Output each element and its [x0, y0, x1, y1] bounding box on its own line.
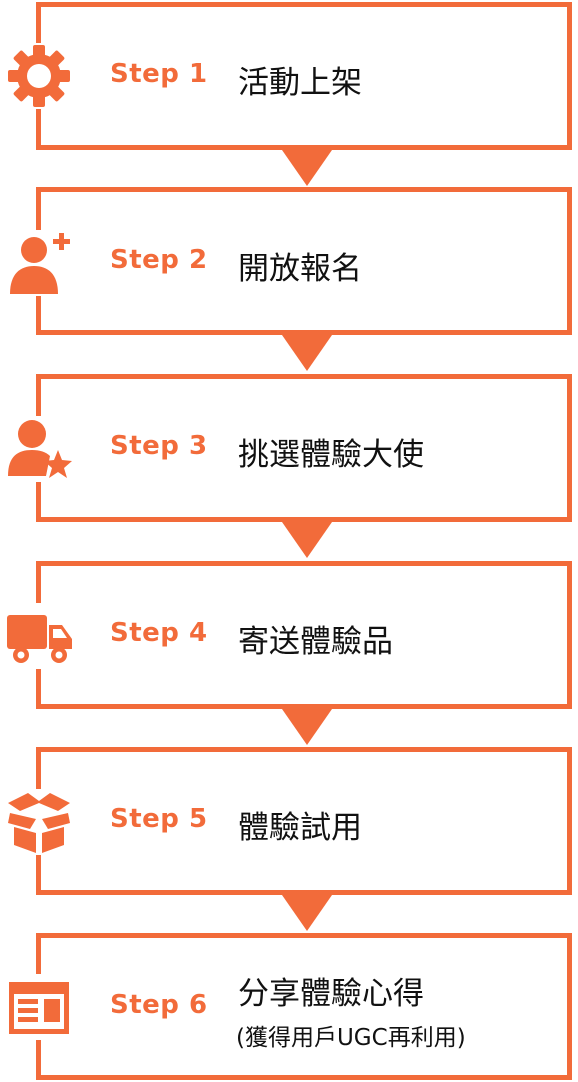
step-6-title: 分享體驗心得	[238, 976, 424, 1012]
step-3-box	[36, 374, 572, 522]
arrow-down-1	[282, 150, 332, 186]
add-user-icon	[6, 230, 72, 296]
user-star-icon	[6, 416, 72, 482]
step-2-box	[36, 187, 572, 335]
step-2-title: 開放報名	[238, 251, 362, 287]
arrow-down-3	[282, 522, 332, 558]
step-3-title: 挑選體驗大使	[238, 437, 424, 473]
step-5-title: 體驗試用	[238, 810, 362, 846]
truck-icon	[6, 603, 72, 669]
step-6-box	[36, 933, 572, 1080]
step-1-box	[36, 2, 572, 150]
arrow-down-2	[282, 335, 332, 371]
step-1-title: 活動上架	[238, 65, 362, 101]
arrow-down-4	[282, 709, 332, 745]
open-box-icon	[6, 789, 72, 855]
step-4-box	[36, 561, 572, 709]
article-icon	[6, 974, 72, 1040]
step-2-label: Step 2	[110, 245, 208, 275]
step-1-label: Step 1	[110, 59, 208, 89]
arrow-down-5	[282, 895, 332, 931]
step-4-title: 寄送體驗品	[238, 624, 393, 660]
step-5-label: Step 5	[110, 804, 208, 834]
step-4-label: Step 4	[110, 618, 208, 648]
step-6-label: Step 6	[110, 990, 208, 1020]
gear-icon	[6, 43, 72, 109]
step-3-label: Step 3	[110, 431, 208, 461]
step-6-subtitle: (獲得用戶UGC再利用)	[236, 1025, 466, 1051]
